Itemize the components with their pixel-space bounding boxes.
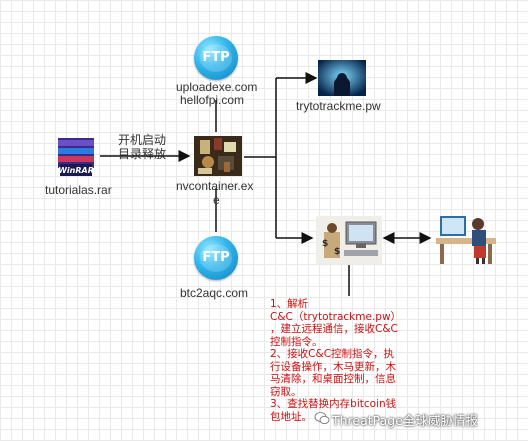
ftp-upload-domain: uploadexe.com (176, 80, 258, 94)
cc-server-icon: $ $ (316, 216, 382, 264)
svg-text:$: $ (322, 239, 328, 249)
ftp-hello-domain: hellofpi.com (180, 93, 245, 107)
wechat-icon (314, 410, 330, 426)
ftp-icon-upload: FTP (194, 36, 238, 80)
edge-label-release-dir: 目录释放 (118, 147, 167, 161)
note-line: 马清除，和桌面控制，信息 (270, 373, 396, 385)
rar-file-label: tutorialas.rar (45, 183, 112, 197)
note-line: ，建立远程通信，接收C&C (270, 323, 398, 335)
note-line: 包地址。 (270, 410, 312, 423)
svg-text:$: $ (334, 247, 340, 257)
attack-description-note: 1、解析 C&C（trytotrackme.pw） ，建立远程通信，接收C&C … (270, 298, 430, 423)
note-line: 控制指令。 (270, 335, 323, 348)
note-line: C&C（trytotrackme.pw） (270, 310, 402, 323)
attacker-workstation-icon (436, 210, 502, 266)
ftp-icon-btc: FTP (194, 236, 238, 280)
edge-label-autostart: 开机启动 (118, 133, 167, 147)
winrar-icon: WinRAR (56, 136, 96, 178)
trytotrackme-label: trytotrackme.pw (296, 99, 381, 113)
nvcontainer-label-cont: e (213, 193, 220, 207)
ftp-btc-domain: btc2aqc.com (180, 286, 249, 300)
note-line: 1、解析 (270, 298, 309, 310)
svg-text:WinRAR: WinRAR (58, 166, 94, 175)
threatpage-watermark: ThreatPage全球威胁情报 (332, 413, 478, 428)
nvcontainer-label: nvcontainer.ex (176, 179, 254, 193)
note-line: 2、接收C&C控制指令，执 (270, 348, 395, 360)
note-line: 3、查找替换内存bitcoin钱 (270, 398, 397, 410)
note-line: 行设备操作，木马更新，木 (270, 360, 396, 373)
nvcontainer-malware-image (194, 136, 242, 176)
note-line: 窃取。 (270, 385, 302, 398)
hacker-image (318, 60, 366, 96)
